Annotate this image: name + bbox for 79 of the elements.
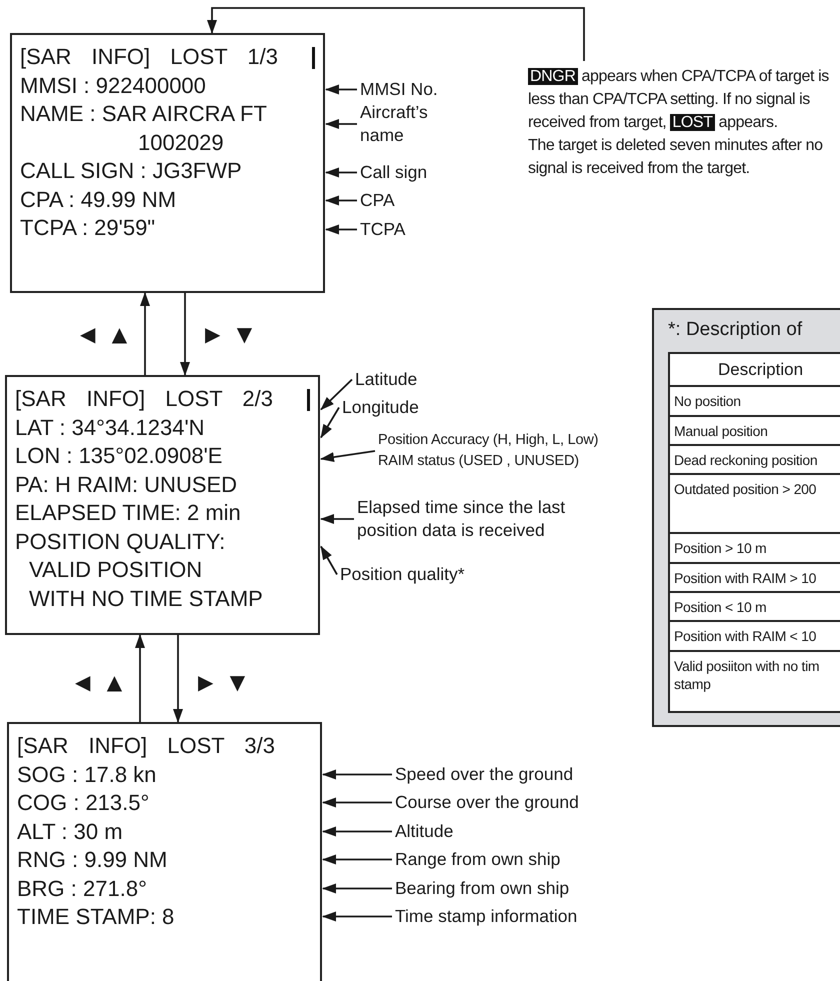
callout-text: Altitude <box>395 820 454 843</box>
note-paragraph: DNGR appears when CPA/TCPA of target is less than CPA/TCPA setting. If no signal is received from target, LOST appears. <box>528 67 830 133</box>
leader-arrow <box>320 546 338 575</box>
leader-arrow <box>322 798 392 808</box>
leader-arrow <box>325 84 357 94</box>
leader-arrow <box>322 854 392 864</box>
screen-line: ALT : 30 m <box>17 818 124 846</box>
table-cell: Position > 10 m <box>670 534 840 564</box>
table-cell: Position < 10 m <box>670 593 840 622</box>
leader-arrow <box>325 119 357 129</box>
table-header: Description <box>670 354 840 387</box>
screen-line: PA: H RAIM: UNUSED <box>15 470 238 498</box>
table-cell: Dead reckoning position <box>670 446 840 475</box>
callout-text: Range from own ship <box>395 848 560 871</box>
leader-arrow <box>320 378 353 410</box>
callout-text: MMSI No. <box>360 78 438 101</box>
screen-line: CALL SIGN : JG3FWP <box>20 157 243 185</box>
screen-line: TIME STAMP: 8 <box>17 903 176 931</box>
leader-arrow <box>325 224 357 234</box>
table-cell: No position <box>670 387 840 417</box>
screen-line: SOG : 17.8 kn <box>17 760 158 788</box>
note-paragraph: The target is deleted seven minutes after no signal is received from the target. <box>528 136 824 179</box>
callout-text: Time stamp information <box>395 905 578 928</box>
leader-arrow <box>320 514 354 524</box>
callout-text: CPA <box>360 189 395 212</box>
screen-line: TCPA : 29'59" <box>20 214 156 242</box>
arrow <box>140 292 150 375</box>
table-panel <box>652 308 840 727</box>
screen-line: COG : 213.5° <box>17 789 150 817</box>
leader-arrow <box>322 826 392 836</box>
screen-line: BRG : 271.8° <box>17 874 148 902</box>
leader-arrow <box>320 407 340 438</box>
callout-text: RAIM status (USED , UNUSED) <box>378 452 580 471</box>
table-cell: Manual position <box>670 417 840 446</box>
key-hint: ▶ ▼ <box>205 322 252 346</box>
display-screen <box>5 375 320 635</box>
callout-text: Position quality* <box>340 563 465 586</box>
panel-title: *: Description of <box>668 318 804 342</box>
table-cell: Outdated position > 200 <box>670 475 840 534</box>
callout-text: Bearing from own ship <box>395 877 570 900</box>
leader-arrow <box>325 168 357 178</box>
callout-text: Latitude <box>355 368 418 391</box>
screen-header: [SAR INFO] LOST 2/3 <box>15 385 274 413</box>
arrow <box>180 293 190 376</box>
callout-text: Position Accuracy (H, High, L, Low) <box>378 431 598 450</box>
display-screen <box>7 722 322 981</box>
screen-line: LAT : 34°34.1234'N <box>15 414 206 442</box>
key-hint: ◀ ▲ <box>80 322 128 346</box>
callout-text: Elapsed time since the last position data is received <box>357 496 597 542</box>
leader-arrow <box>322 770 392 780</box>
screen-line: NAME : SAR AIRCRA FT 1002029 <box>20 100 268 156</box>
callout-text: Call sign <box>360 161 428 184</box>
screen-line: CPA : 49.99 NM <box>20 186 178 214</box>
leader-arrow <box>320 450 376 462</box>
callout-text: Course over the ground <box>395 791 579 814</box>
screen-line: ELAPSED TIME: 2 min <box>15 499 242 527</box>
callout-text: Longitude <box>342 396 419 419</box>
leader-arrow <box>207 7 585 61</box>
screen-header: [SAR INFO] LOST 1/3 <box>20 43 279 71</box>
table-cell-text: Valid posiiton with no tim stamp <box>673 657 820 694</box>
callout-text: Speed over the ground <box>395 763 574 786</box>
arrow <box>173 635 183 723</box>
display-screen <box>10 33 325 293</box>
leader-arrow <box>322 912 392 922</box>
arrow <box>135 634 145 722</box>
table-cell: Position with RAIM < 10 <box>670 622 840 652</box>
key-hint: ▶ ▼ <box>198 670 246 694</box>
callout-text: Aircraft’s name <box>360 101 440 147</box>
leader-arrow <box>322 884 392 894</box>
leader-arrow <box>325 196 357 206</box>
screen-header: [SAR INFO] LOST 3/3 <box>17 732 276 760</box>
table-cell: Position with RAIM > 10 <box>670 564 840 593</box>
screen-line: LON : 135°02.0908'E <box>15 442 224 470</box>
screen-line: MMSI : 922400000 <box>20 72 207 100</box>
screen-line: VALID POSITION WITH NO TIME STAMP <box>28 556 264 612</box>
screen-line: POSITION QUALITY: <box>15 528 226 556</box>
key-hint: ◀ ▲ <box>75 670 122 694</box>
screen-line: RNG : 9.99 NM <box>17 846 168 874</box>
callout-text: TCPA <box>360 218 406 241</box>
